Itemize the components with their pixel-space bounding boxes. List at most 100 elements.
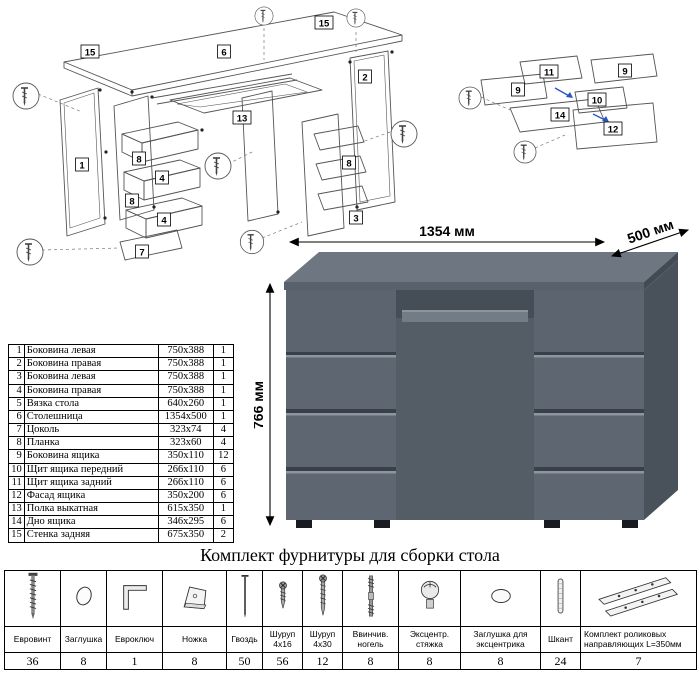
part-size: 266x110 xyxy=(157,462,214,477)
part-callout: 4 xyxy=(159,174,165,185)
part-size: 750x388 xyxy=(157,343,214,359)
part-qty: 6 xyxy=(212,515,235,530)
part-size: 323x60 xyxy=(157,436,214,451)
part-callout: 8 xyxy=(136,155,141,166)
hardware-qty: 8 xyxy=(60,652,107,670)
hardware-name: Заглушка для эксцентрика xyxy=(460,626,541,653)
keyboard-tray xyxy=(402,310,528,322)
part-size: 615x350 xyxy=(157,502,214,517)
part-qty: 1 xyxy=(212,409,235,425)
part-callout: 9 xyxy=(515,86,520,97)
part-number: 1 xyxy=(8,343,25,359)
keyboard-tray-part xyxy=(151,73,323,114)
part-size: 350x110 xyxy=(157,449,214,464)
part-number: 7 xyxy=(8,423,25,438)
part-qty: 1 xyxy=(212,370,235,385)
hardware-name: Ножка xyxy=(162,626,227,653)
desk-render: 1354 мм 500 мм 766 мм xyxy=(250,216,700,544)
part-name: Боковина левая xyxy=(23,370,159,385)
drawer-front-panel xyxy=(574,86,628,114)
screw-short-icon xyxy=(262,570,303,627)
part-callout: 2 xyxy=(362,73,367,84)
part-name: Стенка задняя xyxy=(23,528,159,543)
part-callout: 15 xyxy=(85,48,96,59)
part-size: 266x110 xyxy=(157,475,214,490)
screw-long-icon xyxy=(302,570,343,627)
hardware-name: Евроключ xyxy=(106,626,163,653)
hardware-name: Заглушка xyxy=(60,626,107,653)
part-size: 1354x500 xyxy=(157,409,214,425)
desk-feet xyxy=(296,520,638,528)
part-name: Боковина правая xyxy=(23,383,159,398)
part-qty: 6 xyxy=(212,488,235,504)
desk-width-label: 1354 мм xyxy=(419,223,475,239)
part-qty: 6 xyxy=(212,475,235,490)
part-size: 350x200 xyxy=(157,488,214,504)
desk-height-label: 766 мм xyxy=(254,381,266,429)
assembly-direction-arrows xyxy=(554,87,609,122)
part-size: 640x260 xyxy=(157,396,214,411)
hardware-icons-row xyxy=(4,570,697,627)
part-callout: 8 xyxy=(129,197,134,208)
hex-key-icon xyxy=(106,570,163,627)
part-name: Цоколь xyxy=(23,423,159,438)
part-qty: 4 xyxy=(212,423,235,438)
part-name: Вязка стола xyxy=(23,396,159,411)
hardware-name: Шуруп 4x16 xyxy=(262,626,303,653)
part-name: Боковина правая xyxy=(23,357,159,372)
part-qty: 12 xyxy=(212,449,235,464)
hardware-qty: 7 xyxy=(580,652,697,670)
part-callout: 10 xyxy=(592,96,603,107)
hardware-qty: 24 xyxy=(540,652,581,670)
part-size: 750x388 xyxy=(157,383,214,398)
part-number: 10 xyxy=(8,462,25,477)
hardware-name: Шкант xyxy=(540,626,581,653)
part-qty: 1 xyxy=(212,357,235,372)
part-number: 2 xyxy=(8,357,25,372)
part-number: 8 xyxy=(8,436,25,451)
hardware-qty: 8 xyxy=(162,652,227,670)
part-qty: 1 xyxy=(212,502,235,517)
plug-icon xyxy=(60,570,107,627)
roller-slides-icon xyxy=(580,570,697,627)
nail-icon xyxy=(226,570,263,627)
part-callout: 15 xyxy=(319,19,330,30)
hardware-qty: 8 xyxy=(342,652,399,670)
drawer-back-panel xyxy=(519,55,583,85)
hardware-name: Шуруп 4x30 xyxy=(302,626,343,653)
confirmat-screw-icon xyxy=(4,570,61,627)
wood-dowel-icon xyxy=(540,570,581,627)
part-qty: 1 xyxy=(212,396,235,411)
part-callout: 7 xyxy=(139,248,144,259)
part-size: 675x350 xyxy=(157,528,214,543)
hardware-qty: 36 xyxy=(4,652,61,670)
hardware-name: Ввинчив. ногель xyxy=(342,626,399,653)
part-name: Фасад ящика xyxy=(23,488,159,504)
drawer-side-right xyxy=(590,53,658,84)
hardware-qty: 8 xyxy=(398,652,461,670)
part-qty: 4 xyxy=(212,436,235,451)
hardware-name: Эксцентр. стяжка xyxy=(398,626,461,653)
threaded-dowel-icon xyxy=(342,570,399,627)
cam-lock-icon xyxy=(398,570,461,627)
hardware-qty: 56 xyxy=(262,652,303,670)
hardware-qty: 12 xyxy=(302,652,343,670)
hardware-qty: 1 xyxy=(106,652,163,670)
